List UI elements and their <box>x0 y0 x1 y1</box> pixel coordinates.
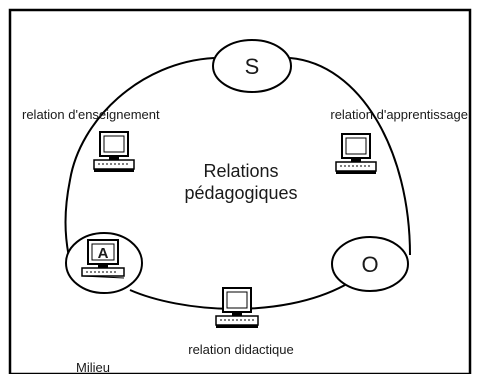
edge-learning-curve <box>289 57 411 256</box>
computer-icon <box>93 131 135 172</box>
title-line-1: Relations <box>203 161 278 181</box>
title-line-2: pédagogiques <box>184 183 297 203</box>
label-milieu: Milieu <box>76 360 110 374</box>
node-o: O <box>331 236 409 292</box>
node-a-label: A <box>98 245 109 262</box>
label-learning-relation: relation d'apprentissage <box>330 107 468 122</box>
node-o-label: O <box>361 252 378 277</box>
label-teaching-relation: relation d'enseignement <box>22 107 160 122</box>
node-s: S <box>212 39 292 93</box>
label-didactic-relation: relation didactique <box>188 342 294 357</box>
node-a: A <box>65 232 143 294</box>
computer-icon <box>215 287 259 328</box>
edge-teaching-curve <box>64 57 215 263</box>
computer-icon <box>81 239 125 279</box>
node-s-label: S <box>245 54 260 79</box>
computer-icon <box>335 133 377 174</box>
